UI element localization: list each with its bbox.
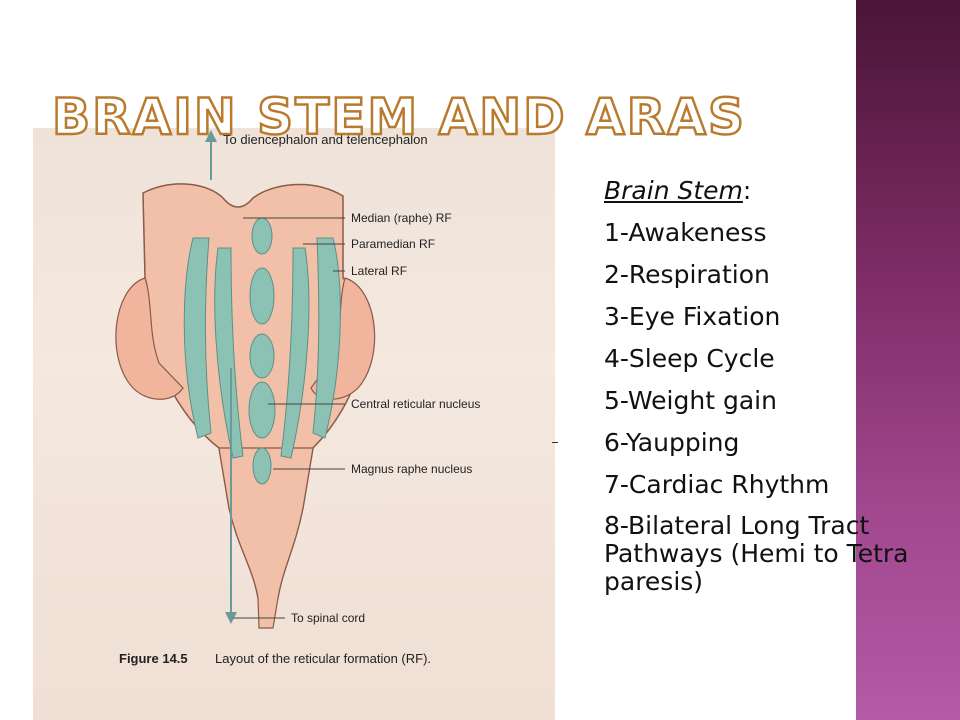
label-magnus: Magnus raphe nucleus (351, 462, 472, 476)
brainstem-figure: To diencephalon and telencephalon (33, 128, 555, 720)
list-item: 2-Respiration (604, 260, 770, 289)
raphe-nucleus-5 (252, 447, 272, 485)
lateral-right-column (312, 237, 341, 439)
paramedian-left-column (214, 247, 244, 459)
content-heading-colon: : (742, 176, 752, 205)
paramedian-right-column (280, 247, 310, 459)
content-list: Brain Stem: 1-Awakeness 2-Respiration 3-… (604, 170, 934, 596)
list-item: 5-Weight gain (604, 386, 777, 415)
arrow-down-head (225, 612, 237, 624)
figure-caption-number: Figure 14.5 (119, 651, 188, 666)
content-heading-text: Brain Stem (604, 176, 743, 205)
medulla (218, 447, 314, 629)
raphe-nucleus-2 (249, 267, 275, 325)
list-item: 6-Yaupping (604, 428, 740, 457)
slide-title: Brain Stem and ARAS (51, 87, 746, 148)
list-item: 8-Bilateral Long Tract Pathways (Hemi to… (604, 511, 909, 596)
label-central: Central reticular nucleus (351, 397, 480, 411)
top-caption: To diencephalon and telencephalon (223, 132, 428, 147)
raphe-nucleus-4 (248, 381, 276, 439)
decorative-side-bar (856, 0, 960, 720)
left-lobe (115, 277, 184, 400)
raphe-nucleus-3 (249, 333, 275, 379)
label-median: Median (raphe) RF (351, 211, 452, 225)
label-paramedian: Paramedian RF (351, 237, 435, 251)
divider-tick (552, 442, 558, 443)
list-item: 4-Sleep Cycle (604, 344, 775, 373)
arrow-up-head (205, 130, 217, 142)
list-item: 3-Eye Fixation (604, 302, 781, 331)
raphe-nucleus-1 (251, 217, 273, 255)
label-lateral: Lateral RF (351, 264, 407, 278)
list-item: 1-Awakeness (604, 218, 767, 247)
reticular-columns (183, 217, 341, 485)
label-spinal: To spinal cord (291, 611, 365, 625)
figure-caption-text: Layout of the reticular formation (RF). (215, 651, 431, 666)
lateral-left-column (183, 237, 212, 439)
list-item: 7-Cardiac Rhythm (604, 470, 830, 499)
leader-lines (233, 217, 345, 619)
content-heading: Brain Stem: (604, 170, 934, 212)
brainstem-diagram: To diencephalon and telencephalon (115, 130, 480, 666)
